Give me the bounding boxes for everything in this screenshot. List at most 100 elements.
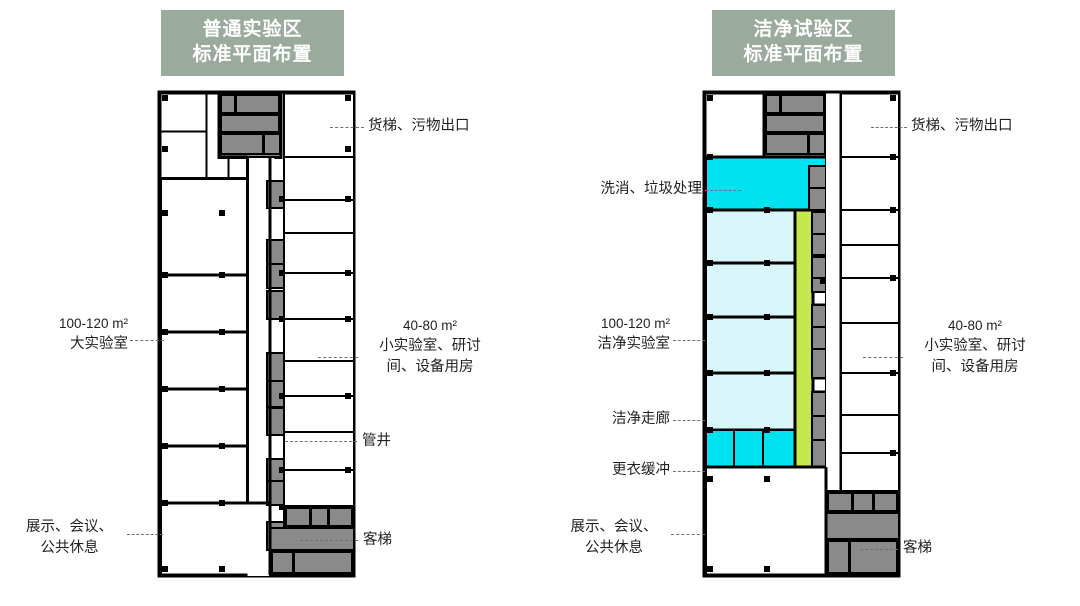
column-dot <box>890 370 896 376</box>
passenger-elevator-cab-1 <box>827 492 853 512</box>
column-dot <box>764 427 770 433</box>
zone-clean-lab-1 <box>704 208 797 265</box>
column-dot <box>707 566 713 572</box>
column-dot <box>162 272 168 278</box>
room-right-2 <box>839 155 901 212</box>
zone-clean-lab-2 <box>704 261 797 319</box>
room-right-10 <box>282 468 356 508</box>
column-dot <box>279 196 285 202</box>
column-dot <box>764 370 770 376</box>
room-right-6 <box>839 321 901 375</box>
column-dot <box>162 566 168 572</box>
pipe-shaft-12 <box>810 438 828 469</box>
label-freight-elevator-waste-exit: 货梯、污物出口 <box>911 118 1013 134</box>
room-large-lab-3 <box>159 330 249 391</box>
column-dot <box>279 316 285 322</box>
column-dot <box>707 370 713 376</box>
room-large-lab-5 <box>159 444 249 505</box>
pipe-shaft-1 <box>807 164 828 190</box>
passenger-elevator-cab-1 <box>285 507 311 527</box>
outer-corridor <box>826 93 842 514</box>
pipe-shaft-4 <box>810 232 828 257</box>
zone-clean-lab-3 <box>704 315 797 375</box>
room-right-9 <box>839 451 901 493</box>
stair-flight-a <box>271 551 294 574</box>
label-small-lab-seminar: 40-80 m² 小实验室、研讨 间、设备用房 <box>379 318 481 375</box>
room-right-8 <box>839 413 901 455</box>
column-dot <box>820 278 826 284</box>
column-dot <box>162 500 168 506</box>
column-dot <box>162 443 168 449</box>
label-clean-lab: 100-120 m² 洁净实验室 <box>597 316 671 352</box>
leader-wash <box>705 190 741 191</box>
passenger-elevator-cab-3 <box>873 492 898 512</box>
stair-flight-b <box>849 540 898 574</box>
column-dot <box>890 275 896 281</box>
zone-changing-buffer-1 <box>704 428 736 469</box>
column-dot <box>219 386 225 392</box>
room-top-left <box>704 92 765 159</box>
column-dot <box>219 500 225 506</box>
label-exhibition-meeting-lounge: 展示、会议、 公共休息 <box>570 519 658 556</box>
leader-passenger-elevator <box>860 549 898 550</box>
pipe-shaft-10 <box>810 390 828 418</box>
room-right-7 <box>282 359 356 398</box>
zone-clean-lab-4 <box>704 371 797 432</box>
room-right-5 <box>282 271 356 321</box>
column-dot <box>890 450 896 456</box>
leader-clean-corridor <box>673 420 705 421</box>
room-large-lab-1 <box>159 177 249 277</box>
column-dot <box>707 260 713 266</box>
leader-large-lab <box>130 340 164 341</box>
label-freight-elevator-waste-exit: 货梯、污物出口 <box>368 118 470 134</box>
column-dot <box>162 386 168 392</box>
column-dot <box>279 467 285 473</box>
pipe-shaft-8 <box>810 325 828 351</box>
column-dot <box>345 393 351 399</box>
column-dot <box>219 210 225 216</box>
column-dot <box>764 566 770 572</box>
column-dot <box>162 146 168 152</box>
panel-title-line2: 标准平面布置 <box>743 44 864 65</box>
column-dot <box>345 316 351 322</box>
label-exhibition-meeting-lounge: 展示、会议、 公共休息 <box>26 519 113 556</box>
panel-title-line1: 普通实验区 <box>202 19 303 40</box>
zone-changing-buffer-2 <box>732 428 765 469</box>
freight-elevator-cab-a <box>765 94 781 114</box>
zone-changing-buffer-3 <box>761 428 797 469</box>
label-passenger-elevator: 客梯 <box>903 540 932 556</box>
panel-title-normal: 普通实验区 标准平面布置 <box>161 10 344 76</box>
column-dot <box>707 314 713 320</box>
leader-freight <box>330 127 364 128</box>
column-dot <box>707 154 713 160</box>
column-dot <box>890 95 896 101</box>
service-room-b <box>263 133 281 155</box>
column-dot <box>345 146 351 152</box>
panel-title-line1: 洁净试验区 <box>753 19 854 40</box>
pipe-shaft-5 <box>810 255 828 280</box>
column-dot <box>345 196 351 202</box>
column-dot <box>219 443 225 449</box>
passenger-elevator-cab-2 <box>852 492 874 512</box>
leader-pipe-shaft <box>285 441 357 442</box>
pipe-shaft-7 <box>810 303 828 329</box>
column-dot <box>162 329 168 335</box>
room-right-9 <box>282 430 356 472</box>
column-dot <box>707 427 713 433</box>
column-dot <box>707 476 713 482</box>
column-dot <box>162 210 168 216</box>
leader-small-lab <box>318 357 358 358</box>
panel-normal-lab-zone: 普通实验区 标准平面布置 <box>26 10 481 578</box>
freight-elevator-cab-b <box>780 94 825 114</box>
leader-freight <box>871 127 907 128</box>
leader-small-lab <box>863 357 903 358</box>
room-large-lab-4 <box>159 387 249 448</box>
label-pipe-shaft: 管井 <box>362 433 391 449</box>
column-dot <box>764 260 770 266</box>
room-large-lab-2 <box>159 273 249 334</box>
column-dot <box>345 467 351 473</box>
column-dot <box>707 95 713 101</box>
waste-exit-lobby <box>765 114 825 133</box>
column-dot <box>764 207 770 213</box>
pipe-shaft-11 <box>810 414 828 442</box>
